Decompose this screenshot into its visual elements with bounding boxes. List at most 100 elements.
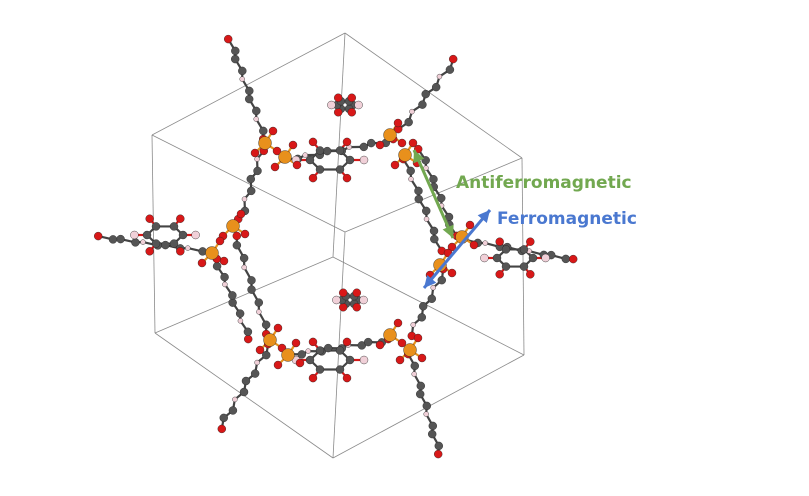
oxygen-atom	[449, 54, 458, 64]
cell-edge	[154, 256, 334, 334]
cell-edge	[521, 157, 525, 356]
carbon-atom	[161, 240, 170, 250]
oxygen-atom	[447, 268, 457, 278]
hydrogen-atom	[185, 245, 191, 251]
oxygen-atom	[414, 144, 423, 154]
hydrogen-atom	[411, 371, 417, 377]
oxygen-atom	[273, 360, 283, 370]
carbon-atom	[245, 86, 254, 96]
carbon-atom	[427, 294, 436, 303]
oxygen-atom	[288, 140, 298, 150]
oxygen-atom	[240, 229, 250, 239]
carbon-atom	[252, 106, 261, 116]
oxygen-atom	[397, 338, 407, 348]
oxygen-atom	[219, 256, 229, 266]
oxygen-atom	[342, 173, 352, 183]
coupling-arrows	[412, 149, 492, 289]
carbon-atom	[297, 350, 306, 359]
atoms	[93, 34, 578, 459]
hydrogen-atom	[241, 264, 247, 271]
oxygen-atom	[495, 237, 504, 246]
hydrogen-atom	[359, 155, 369, 165]
hydrogen-atom	[302, 152, 308, 158]
antiferromagnetic-arrow-shaft	[412, 149, 455, 239]
carbon-atom	[131, 238, 140, 247]
oxygen-atom	[217, 424, 227, 434]
carbon-atom	[414, 194, 423, 204]
carbon-atom	[235, 309, 245, 318]
carbon-atom	[315, 165, 325, 174]
antiferromagnetic-label: Antiferromagnetic	[456, 173, 632, 193]
carbon-atom	[305, 155, 315, 165]
oxygen-atom	[526, 270, 535, 279]
oxygen-atom	[268, 126, 278, 136]
carbon-atom	[241, 376, 251, 386]
oxygen-atom	[93, 231, 103, 241]
carbon-atom	[437, 193, 446, 203]
carbon-atom	[151, 222, 161, 231]
carbon-atom	[434, 441, 443, 451]
oxygen-atom	[145, 247, 154, 256]
hydrogen-atom	[354, 100, 363, 110]
carbon-atom	[198, 247, 207, 256]
oxygen-atom	[273, 323, 283, 333]
carbon-atom	[410, 361, 419, 371]
ferromagnetic-arrow-head	[424, 274, 437, 288]
oxygen-atom	[176, 247, 185, 256]
hydrogen-atom	[541, 253, 550, 263]
carbon-atom	[501, 262, 511, 271]
oxygen-atom	[342, 337, 352, 347]
carbon-atom	[230, 54, 240, 64]
carbon-atom	[315, 365, 325, 374]
oxygen-atom	[447, 242, 457, 252]
carbon-atom	[561, 254, 570, 264]
carbon-atom	[519, 262, 529, 271]
oxygen-atom	[292, 160, 302, 170]
carbon-atom	[116, 234, 125, 244]
oxygen-atom	[197, 258, 207, 268]
oxygen-atom	[526, 237, 535, 246]
carbon-atom	[501, 245, 511, 254]
oxygen-atom	[223, 34, 233, 44]
carbon-atom	[335, 146, 345, 155]
oxygen-atom	[334, 108, 343, 117]
carbon-atom	[430, 234, 439, 244]
hydrogen-atom	[241, 196, 248, 202]
metal-atom	[281, 348, 295, 362]
carbon-atom	[261, 320, 271, 329]
carbon-atom	[243, 327, 253, 336]
hydrogen-atom	[254, 359, 260, 366]
oxygen-atom	[352, 288, 361, 297]
carbon-atom	[431, 82, 441, 92]
oxygen-atom	[347, 108, 356, 117]
carbon-atom	[421, 89, 430, 99]
carbon-atom	[406, 166, 415, 176]
antiferromagnetic-arrow	[412, 149, 455, 239]
hydrogen-atom	[480, 253, 489, 263]
oxygen-atom	[342, 137, 352, 147]
carbon-atom	[345, 155, 355, 165]
oxygen-atom	[215, 236, 225, 246]
carbon-atom	[232, 241, 242, 250]
oxygen-atom	[352, 303, 361, 312]
oxygen-atom	[342, 373, 352, 383]
carbon-atom	[169, 239, 179, 248]
oxygen-atom	[270, 162, 280, 172]
oxygen-atom	[393, 118, 403, 128]
metal-atom	[433, 258, 447, 272]
carbon-atom	[422, 401, 431, 411]
oxygen-atom	[395, 355, 405, 365]
oxygen-atom	[334, 93, 343, 102]
oxygen-atom	[308, 173, 318, 183]
oxygen-atom	[243, 334, 253, 344]
carbon-atom	[239, 253, 249, 263]
carbon-atom	[228, 291, 237, 300]
cell-edge	[332, 32, 346, 258]
oxygen-atom	[250, 148, 260, 158]
oxygen-atom	[390, 160, 400, 170]
carbon-atom	[417, 313, 426, 322]
oxygen-atom	[434, 449, 443, 459]
ferromagnetic-label: Ferromagnetic	[497, 209, 637, 229]
